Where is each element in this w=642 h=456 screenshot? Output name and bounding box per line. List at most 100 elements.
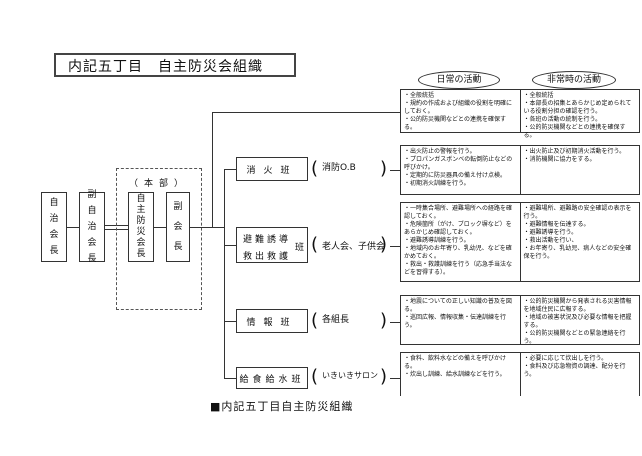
page-title: 内記五丁目 自主防災会組織 — [54, 53, 296, 77]
activity-item: ・救出活動を行い、 — [523, 237, 578, 244]
emergency-activities: ・避難場所、避難路の安全確認の表示を行う。・避難情報を伝達する。・避難誘導を行う… — [519, 203, 640, 281]
activity-item: ・公的防災機関から発表される災害情報を地域住民に広報する。 — [523, 298, 632, 313]
team-member-evacuation: 老人会、子供会 — [322, 242, 386, 252]
char: 長 — [87, 254, 97, 264]
paren-close: ) — [380, 158, 388, 179]
figure-caption: ■内記五丁目自主防災組織 — [210, 400, 354, 413]
activity-item: ・一時集合場所、避難場所への経路を確認しておく。 — [404, 205, 513, 220]
emergency-activities: ・出火防止及び初期消火活動を行う。・消防機関に協力をする。 — [519, 146, 640, 194]
activity-item: ・お年寄り、乳幼児、病人などの安全確保を行う。 — [523, 245, 632, 260]
char: 長 — [136, 249, 146, 259]
connector — [224, 378, 236, 379]
activity-item: ・全般統括 — [404, 92, 435, 99]
activity-item: ・プロパンガスボンベの転倒防止などの呼びかけ。 — [404, 156, 513, 171]
headquarters-group — [116, 168, 202, 310]
activity-item: ・必要に応じて炊出しを行う。 — [523, 355, 608, 362]
emergency-activity-header: 非常時の活動 — [532, 71, 616, 89]
activities-food: ・食料、飲料水などの備えを呼びかける。・炊出し訓練、給水訓練などを行う。 ・必要… — [400, 352, 640, 396]
activity-item: ・出火防止の警報を行う。 — [404, 148, 476, 155]
emergency-activities: ・必要に応じて炊出しを行う。・食料及び応急物資の調達、配分を行う。 — [519, 353, 640, 396]
activity-item: ・地域内のお年寄り、乳幼児、などを確かめておく。 — [404, 245, 512, 260]
char: 自 — [49, 198, 59, 208]
activity-item: ・公的防災機関などとの緊急連絡を行う。 — [523, 330, 626, 345]
paren-close: ) — [380, 234, 388, 255]
activity-item: ・避難場所、避難路の安全確認の表示を行う。 — [523, 205, 632, 220]
connector — [67, 227, 79, 228]
char: 会 — [173, 222, 183, 232]
activity-item: ・地域の被害状況及び必要な情報を把握する。 — [523, 314, 632, 329]
team-evacuation-rescue: 避難誘導 救出救護 班 — [236, 227, 308, 263]
chairman-box: 自 治 会 長 — [41, 192, 67, 262]
char: 長 — [49, 246, 59, 256]
activity-item: ・危険箇所（がけ、ブロック塀など）をあらかじめ確認しておく。 — [404, 221, 512, 236]
connector — [224, 169, 236, 170]
paren-open: ( — [311, 310, 319, 331]
activity-item: ・炊出し訓練、給水訓練などを行う。 — [404, 371, 506, 378]
char: 会 — [136, 238, 146, 248]
team-member-food: いきいきサロン — [322, 371, 378, 380]
paren-open: ( — [311, 234, 319, 255]
activity-item: ・巡回広報、情報収集・伝達訓練を行う。 — [404, 314, 507, 329]
team-fire-fighting: 消火班 — [236, 157, 308, 181]
activity-item: ・各班の活動の統制を行う。 — [523, 116, 602, 123]
daily-activity-header: 日常の活動 — [418, 71, 500, 89]
char: 会 — [87, 238, 97, 248]
char: 副 — [173, 202, 183, 212]
connector — [390, 170, 400, 171]
char: 治 — [49, 214, 59, 224]
activity-item: ・定期的に防災器具の備え付け点検。 — [404, 172, 507, 179]
activity-item: ・食料、飲料水などの備えを呼びかける。 — [404, 355, 507, 370]
hq-leader-box: 自 主 防 災 会 長 — [128, 192, 154, 262]
activity-item: ・規約の作成および組織の役割を明確にしておく。 — [404, 100, 513, 115]
activity-item: ・全般統括 — [523, 92, 554, 99]
char: 治 — [87, 222, 97, 232]
char: 副 — [87, 190, 97, 200]
activity-item: ・避難誘導訓練を行う。 — [404, 237, 470, 244]
daily-activities: ・一時集合場所、避難場所への経路を確認しておく。・危険箇所（がけ、ブロック塀など… — [401, 203, 520, 281]
connector — [390, 322, 400, 323]
activity-item: ・初期消火訓練を行う。 — [404, 180, 470, 187]
char: 会 — [49, 230, 59, 240]
char: 防 — [136, 216, 146, 226]
activity-item: ・避難情報を伝達する。 — [523, 221, 590, 228]
char: 災 — [136, 227, 146, 237]
team-food-water: 給食給水班 — [236, 367, 308, 389]
trunk-line — [212, 112, 213, 228]
activity-item: ・消防機関に協力をする。 — [523, 156, 596, 163]
activity-item: ・本部長の招集とあらかじめ定められている役割分担の確認を行う。 — [523, 100, 632, 115]
activity-item: ・地震についての正しい知識の普及を図る。 — [404, 298, 512, 313]
paren-close: ) — [380, 310, 388, 331]
activity-item: ・救出・救護訓練を行う（応急手当法などを習得する）。 — [404, 261, 513, 276]
connector — [224, 321, 236, 322]
team-name-line2: 救出救護 — [243, 252, 292, 262]
hq-vice-box: 副 会 長 — [166, 192, 190, 262]
paren-open: ( — [311, 158, 319, 179]
char: 長 — [173, 242, 183, 252]
vice-chairman-box: 副 自 治 会 長 — [79, 190, 105, 264]
team-name-line1: 避難誘導 — [243, 235, 292, 245]
char: 主 — [136, 205, 146, 215]
team-member-fire: 消防O.B — [322, 163, 356, 173]
char: 自 — [136, 194, 146, 204]
team-name-suffix: 班 — [295, 243, 305, 253]
char: 自 — [87, 206, 97, 216]
paren-close: ) — [380, 366, 388, 387]
activities-hq: ・全般統括・規約の作成および組織の役割を明確にしておく。・公的防災機関などとの連… — [400, 89, 640, 139]
activity-item: ・出火防止及び初期消火活動を行う。 — [523, 148, 626, 155]
connector — [105, 229, 129, 230]
activities-evacuation: ・一時集合場所、避難場所への経路を確認しておく。・危険箇所（がけ、ブロック塀など… — [400, 202, 640, 282]
daily-activities: ・出火防止の警報を行う。・プロパンガスボンベの転倒防止などの呼びかけ。・定期的に… — [401, 146, 520, 194]
activity-item: ・公的防災機関などとの連携を確保する。 — [404, 116, 506, 131]
paren-open: ( — [311, 366, 319, 387]
daily-activities: ・地震についての正しい知識の普及を図る。・巡回広報、情報収集・伝達訓練を行う。 — [401, 296, 520, 344]
connector — [190, 227, 212, 228]
connector — [212, 227, 224, 228]
team-member-information: 各組長 — [322, 315, 350, 325]
headquarters-label: （本部） — [128, 179, 189, 189]
activity-item: ・避難誘導を行う。 — [523, 229, 578, 236]
team-information: 情報班 — [236, 309, 308, 333]
activities-information: ・地震についての正しい知識の普及を図る。・巡回広報、情報収集・伝達訓練を行う。 … — [400, 295, 640, 345]
activity-item: ・食料及び応急物資の調達、配分を行う。 — [523, 363, 626, 378]
connector — [390, 246, 400, 247]
activities-fire: ・出火防止の警報を行う。・プロパンガスボンベの転倒防止などの呼びかけ。・定期的に… — [400, 145, 640, 195]
